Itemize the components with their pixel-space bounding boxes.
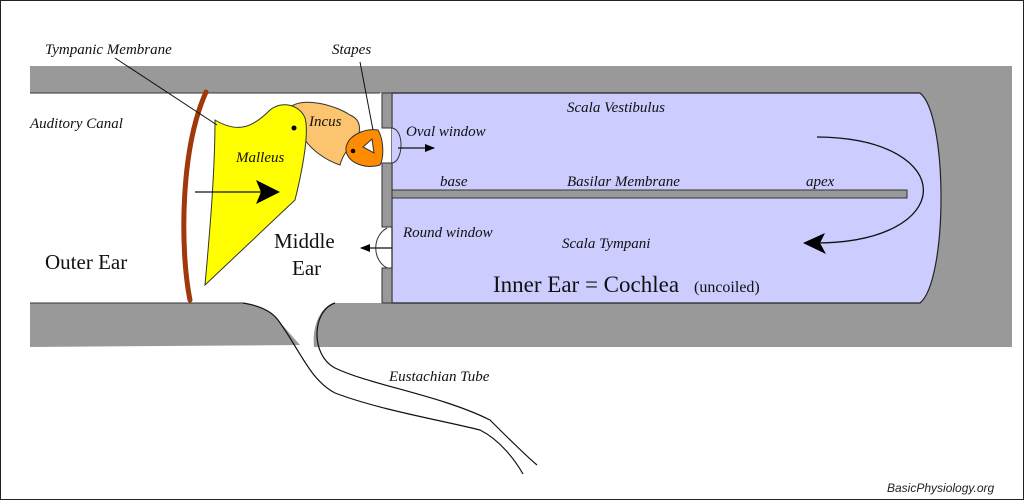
stapes-pointer-line <box>359 61 374 131</box>
stapes-foramen <box>362 138 375 154</box>
label-incus: Incus <box>308 114 342 130</box>
label-base: base <box>440 174 468 190</box>
label-round-window: Round window <box>402 225 493 241</box>
label-oval-window: Oval window <box>406 124 486 140</box>
label-middle-ear-line2: Ear <box>292 256 321 280</box>
label-basilar-membrane: Basilar Membrane <box>567 174 680 190</box>
wall-bottom <box>381 267 393 304</box>
label-outer-ear: Outer Ear <box>45 250 127 274</box>
label-apex: apex <box>806 174 835 190</box>
label-scala-vestibulus: Scala Vestibulus <box>567 100 665 116</box>
basilar-membrane <box>391 189 908 199</box>
label-eustachian-tube: Eustachian Tube <box>388 369 490 385</box>
tympanic-membrane <box>181 89 209 303</box>
sound-arrowhead-icon <box>256 180 280 204</box>
lower-bone-right <box>313 303 1012 347</box>
label-scala-tympani: Scala Tympani <box>562 236 650 252</box>
label-inner-ear: Inner Ear = Cochlea <box>493 272 679 297</box>
label-auditory-canal: Auditory Canal <box>29 116 123 132</box>
malleus-joint-dot <box>291 125 297 131</box>
stapes-joint-dot <box>350 148 356 154</box>
curved-arrowhead-icon <box>803 233 826 254</box>
label-middle-ear-line1: Middle <box>274 229 335 253</box>
tympanic-pointer-line <box>114 57 218 126</box>
credit-watermark: BasicPhysiology.org <box>887 481 994 495</box>
label-tympanic-membrane: Tympanic Membrane <box>45 42 172 58</box>
lower-bone-left <box>30 303 300 347</box>
upper-bone <box>30 66 1012 93</box>
fluid-wave-curve <box>809 136 924 244</box>
oval-window <box>391 127 402 164</box>
label-malleus: Malleus <box>235 150 284 166</box>
eustachian-tube-lower-wall <box>242 302 524 475</box>
eustachian-tube-upper-wall <box>316 302 538 466</box>
wall-middle <box>381 162 393 228</box>
malleus <box>204 104 307 287</box>
label-stapes: Stapes <box>332 42 371 58</box>
wall-top <box>381 92 393 129</box>
label-uncoiled: (uncoiled) <box>694 279 760 296</box>
